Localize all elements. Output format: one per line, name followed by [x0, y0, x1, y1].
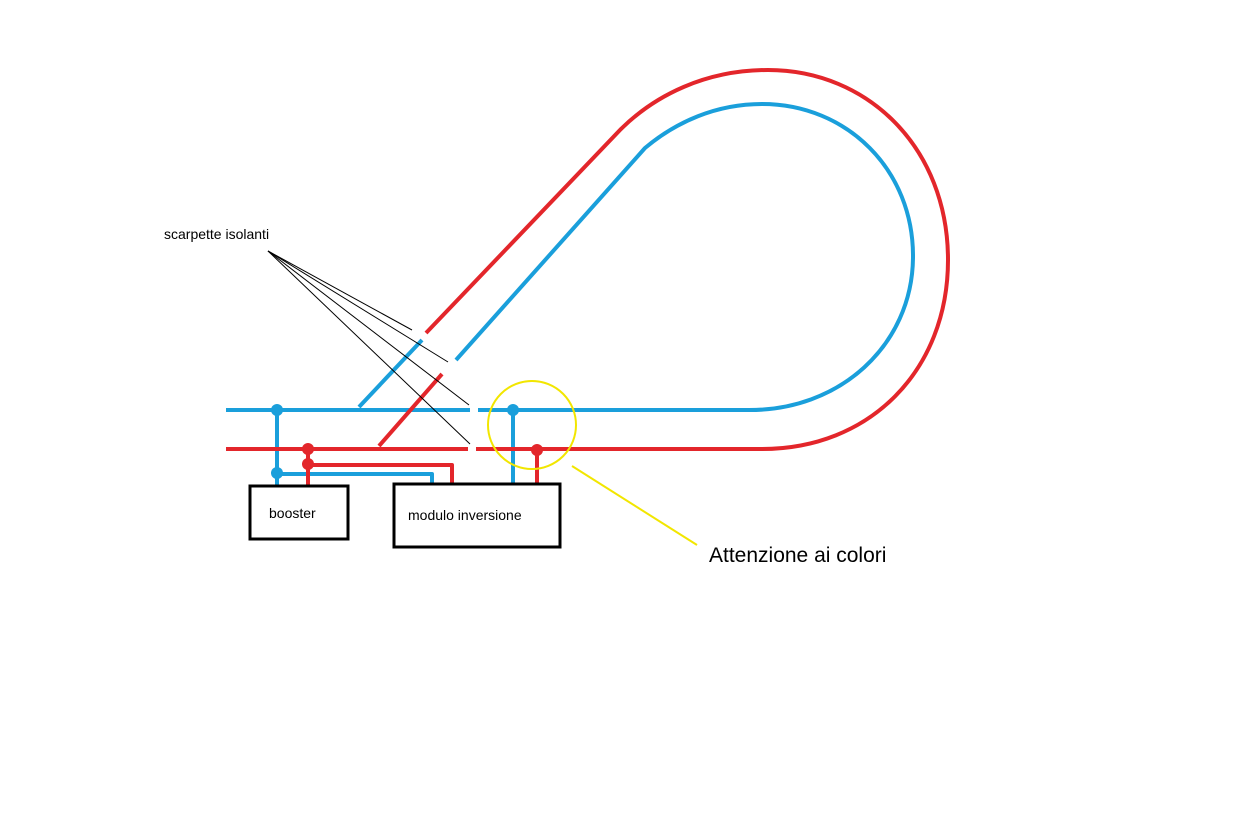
blue-rail-group — [226, 102, 916, 486]
leader-line-1 — [267, 250, 413, 331]
red-rail-group — [226, 68, 950, 486]
red-junction-booster-bottom — [302, 458, 314, 470]
blue-junction-booster-top — [271, 404, 283, 416]
leader-line-4 — [267, 250, 471, 445]
module-label: modulo inversione — [408, 507, 522, 523]
blue-junction-module — [507, 404, 519, 416]
warning-label: Attenzione ai colori — [709, 544, 886, 567]
insulators-label: scarpette isolanti — [164, 226, 269, 242]
leader-line-3 — [267, 250, 470, 406]
booster-label: booster — [269, 505, 316, 521]
red-rail-turnout-diverging — [377, 372, 444, 448]
red-wire-booster-to-module — [308, 463, 454, 484]
blue-rail-turnout-diverging — [357, 338, 424, 409]
leader-line-2 — [267, 250, 449, 363]
booster-box — [248, 484, 350, 541]
blue-junction-booster-bottom — [271, 467, 283, 479]
highlight-pointer — [571, 465, 698, 546]
highlight-group — [487, 380, 698, 546]
highlight-circle — [487, 380, 577, 470]
red-rail-loop — [424, 68, 950, 452]
blue-wire-booster-to-module — [277, 472, 434, 484]
blue-rail-loop — [454, 102, 916, 413]
insulator-leader-lines — [267, 250, 471, 445]
red-junction-booster-top — [302, 443, 314, 455]
red-junction-module — [531, 444, 543, 456]
module-box — [392, 482, 562, 549]
junction-dots — [271, 404, 543, 479]
